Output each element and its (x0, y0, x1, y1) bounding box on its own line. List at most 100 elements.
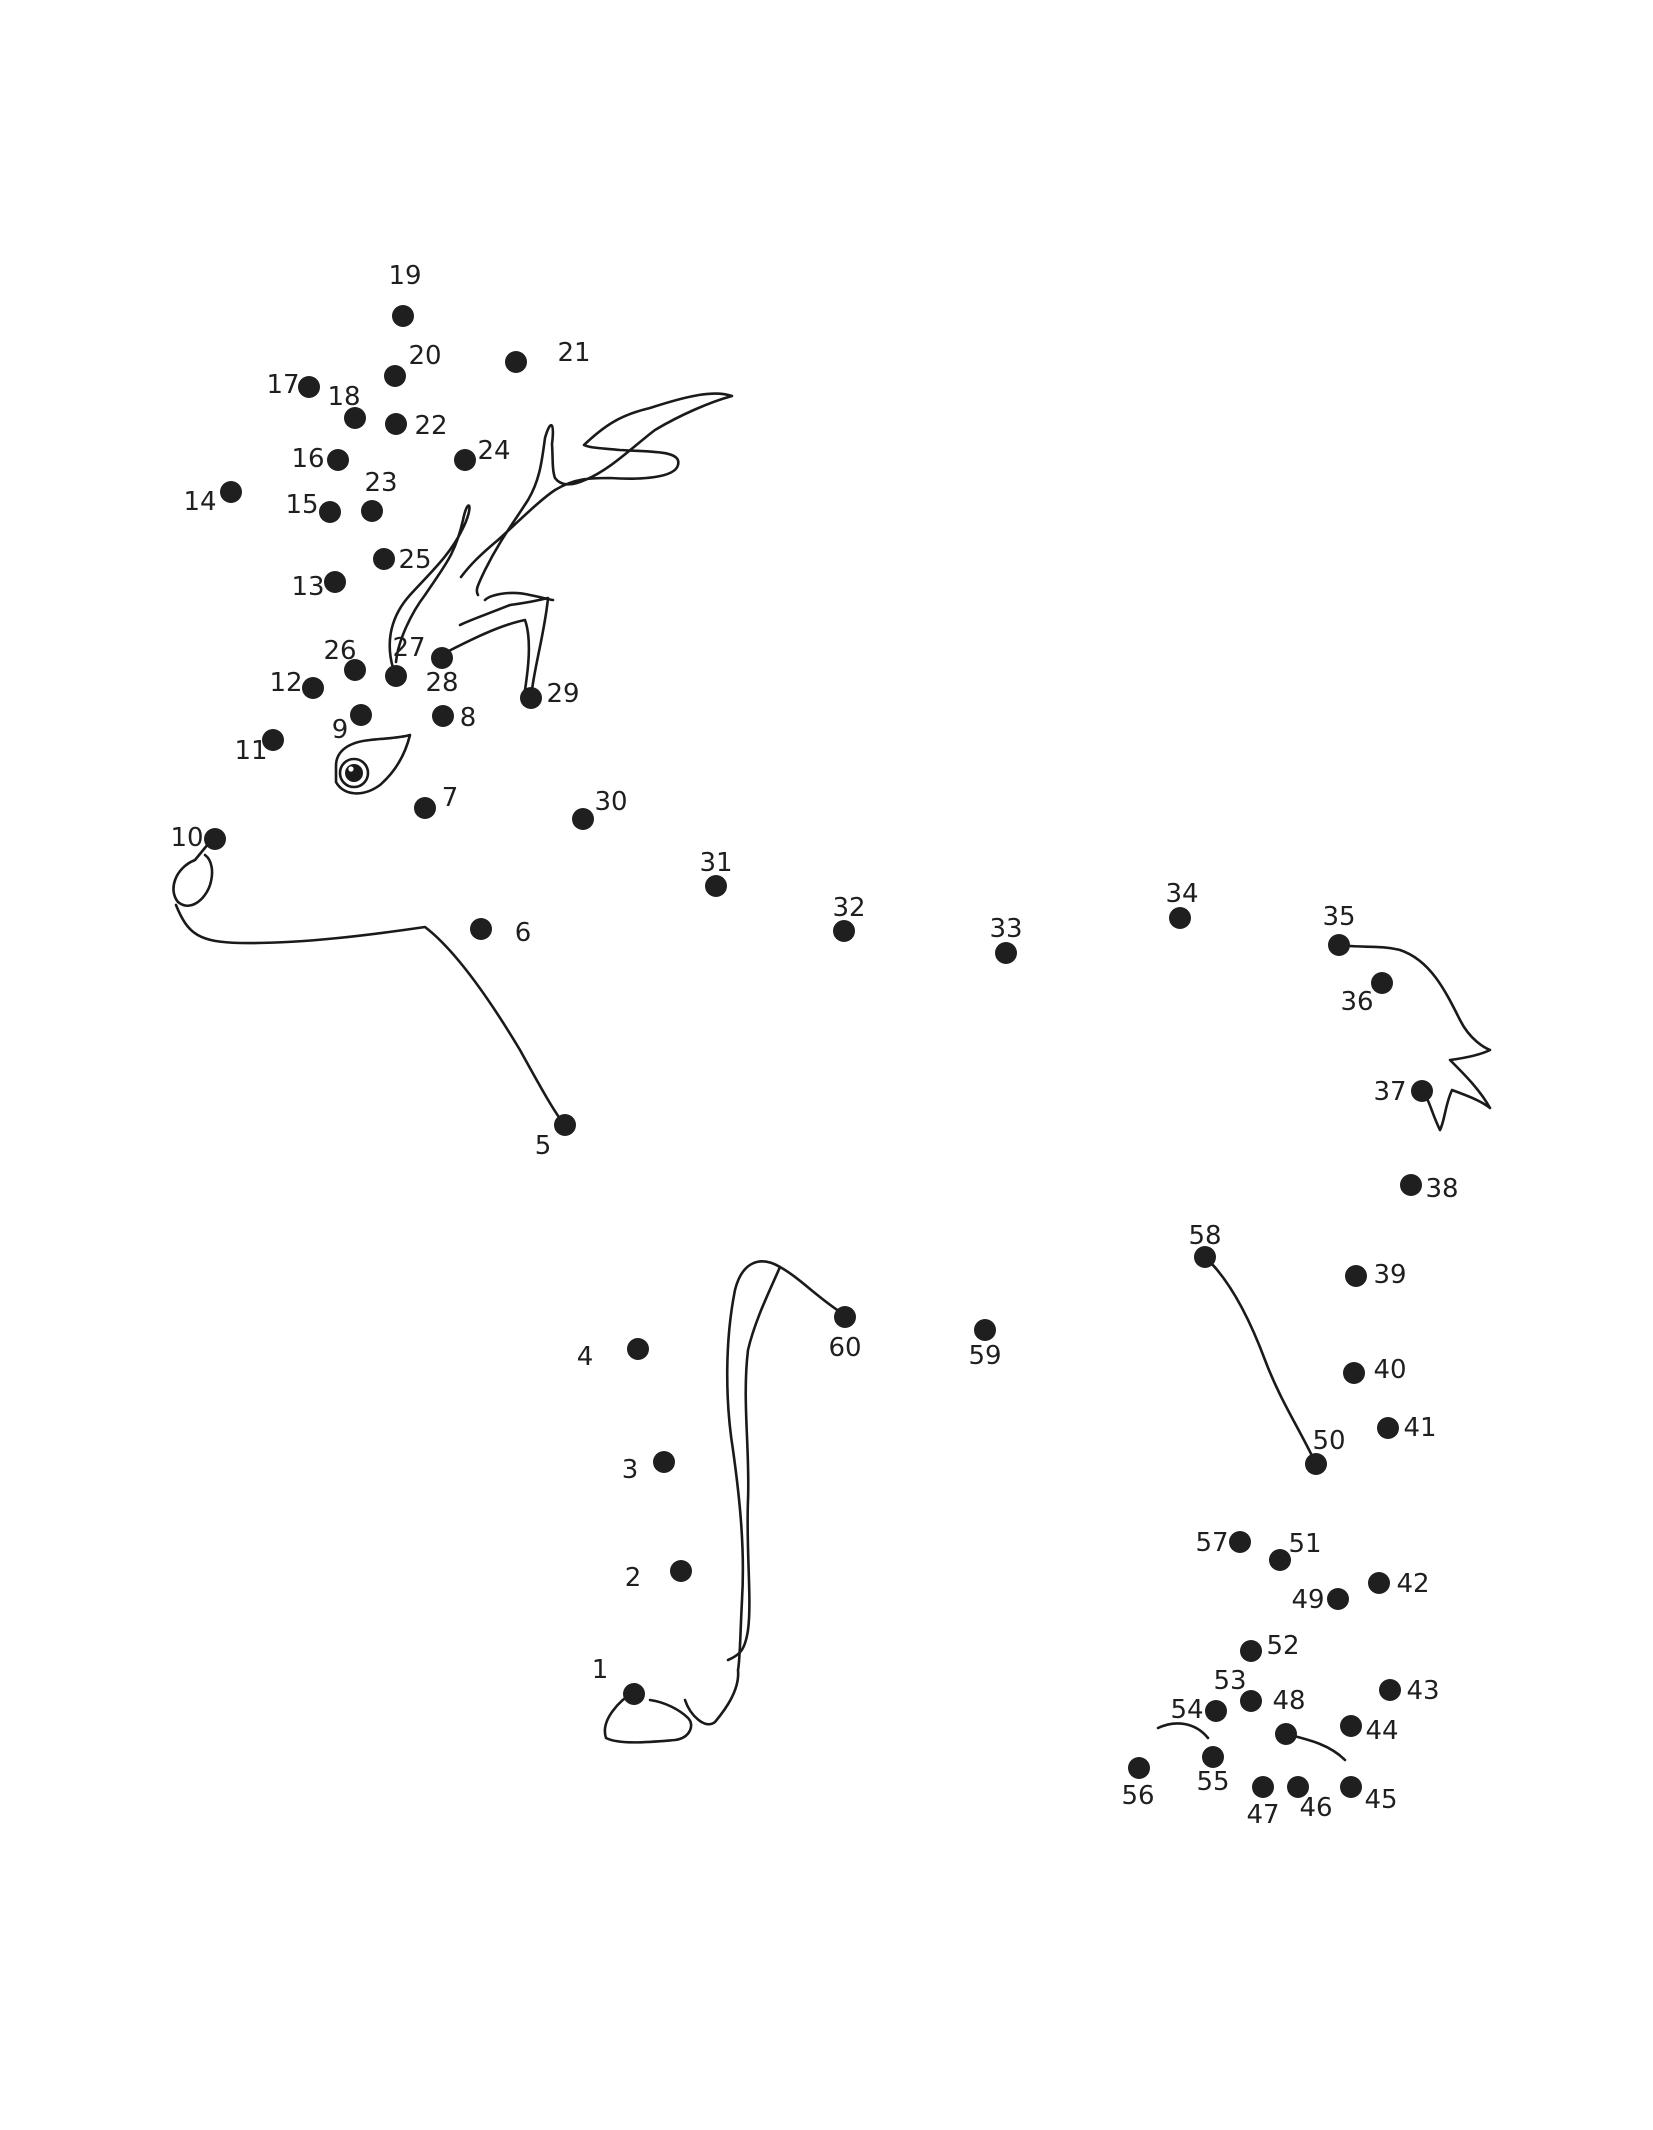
dot-label-40: 40 (1373, 1355, 1406, 1385)
dot-37 (1411, 1080, 1433, 1102)
dot-label-10: 10 (170, 823, 203, 853)
dot-17 (298, 376, 320, 398)
dot-label-8: 8 (460, 703, 477, 733)
dot-label-2: 2 (625, 1563, 642, 1593)
dot-39 (1345, 1265, 1367, 1287)
dot-48 (1275, 1723, 1297, 1745)
dot-label-59: 59 (968, 1341, 1001, 1371)
dot-44 (1340, 1715, 1362, 1737)
dot-18 (344, 407, 366, 429)
back-leg-outline (1203, 1255, 1317, 1464)
dot-label-38: 38 (1425, 1174, 1458, 1204)
dot-34 (1169, 907, 1191, 929)
dot-31 (705, 875, 727, 897)
eye-glint (348, 766, 354, 772)
eye-pupil (345, 764, 363, 782)
dot-47 (1252, 1776, 1274, 1798)
dot-label-23: 23 (364, 468, 397, 498)
dot-label-12: 12 (269, 668, 302, 698)
dot-10 (204, 828, 226, 850)
dot-label-46: 46 (1299, 1793, 1332, 1823)
dot-label-14: 14 (183, 487, 216, 517)
dot-25 (373, 548, 395, 570)
dot-20 (384, 365, 406, 387)
dot-11 (262, 729, 284, 751)
dot-label-7: 7 (442, 783, 459, 813)
dot-51 (1269, 1549, 1291, 1571)
dot-16 (327, 449, 349, 471)
dot-42 (1368, 1572, 1390, 1594)
dot-35 (1328, 934, 1350, 956)
dot-label-18: 18 (327, 382, 360, 412)
dot-53 (1240, 1690, 1262, 1712)
dot-label-11: 11 (234, 736, 267, 766)
dot-label-17: 17 (266, 370, 299, 400)
dot-55 (1202, 1746, 1224, 1768)
dot-label-53: 53 (1213, 1666, 1246, 1696)
dot-46 (1287, 1776, 1309, 1798)
dot-label-55: 55 (1196, 1767, 1229, 1797)
dot-41 (1377, 1417, 1399, 1439)
dot-label-57: 57 (1195, 1528, 1228, 1558)
dot-label-24: 24 (477, 436, 510, 466)
dot-30 (572, 808, 594, 830)
dot-7 (414, 797, 436, 819)
hoof-tuft-left (1156, 1722, 1210, 1740)
dot-label-5: 5 (535, 1131, 552, 1161)
dot-59 (974, 1319, 996, 1341)
dot-label-30: 30 (594, 787, 627, 817)
dot-label-31: 31 (699, 848, 732, 878)
dot-label-44: 44 (1365, 1716, 1398, 1746)
nose-outline (172, 836, 215, 907)
front-hoof-outline (603, 1690, 693, 1744)
dot-19 (392, 305, 414, 327)
dot-54 (1205, 1700, 1227, 1722)
side-tine-outline (439, 596, 550, 692)
dot-43 (1379, 1679, 1401, 1701)
dot-40 (1343, 1362, 1365, 1384)
dot-22 (385, 413, 407, 435)
dot-label-21: 21 (557, 338, 590, 368)
dot-label-35: 35 (1322, 902, 1355, 932)
dot-33 (995, 942, 1017, 964)
dot-label-39: 39 (1373, 1260, 1406, 1290)
dot-36 (1371, 972, 1393, 994)
dot-label-6: 6 (515, 918, 532, 948)
dot-label-43: 43 (1406, 1676, 1439, 1706)
dot-label-1: 1 (592, 1655, 609, 1685)
dot-label-42: 42 (1396, 1569, 1429, 1599)
dot-58 (1194, 1246, 1216, 1268)
tail-outline (1338, 943, 1492, 1132)
dot-52 (1240, 1640, 1262, 1662)
dot-label-49: 49 (1291, 1585, 1324, 1615)
dot-45 (1340, 1776, 1362, 1798)
dot-28 (431, 647, 453, 669)
dot-label-19: 19 (388, 261, 421, 291)
dot-label-27: 27 (392, 633, 425, 663)
dot-label-34: 34 (1165, 879, 1198, 909)
dot-4 (627, 1338, 649, 1360)
dot-14 (220, 481, 242, 503)
dot-49 (1327, 1588, 1349, 1610)
dot-label-20: 20 (408, 341, 441, 371)
dot-label-60: 60 (828, 1333, 861, 1363)
dot-26 (344, 659, 366, 681)
dot-3 (653, 1451, 675, 1473)
dot-29 (520, 687, 542, 709)
dot-label-3: 3 (622, 1455, 639, 1485)
front-leg-inner-outline (726, 1265, 782, 1662)
dot-label-56: 56 (1121, 1781, 1154, 1811)
dot-57 (1229, 1531, 1251, 1553)
dot-13 (324, 571, 346, 593)
dot-1 (623, 1683, 645, 1705)
dot-label-32: 32 (832, 893, 865, 923)
dot-label-50: 50 (1312, 1426, 1345, 1456)
dot-38 (1400, 1174, 1422, 1196)
dot-label-51: 51 (1288, 1529, 1321, 1559)
dot-32 (833, 920, 855, 942)
dot-label-29: 29 (546, 679, 579, 709)
reindeer-outline (172, 392, 1492, 1762)
dot-label-33: 33 (989, 914, 1022, 944)
dot-15 (319, 501, 341, 523)
